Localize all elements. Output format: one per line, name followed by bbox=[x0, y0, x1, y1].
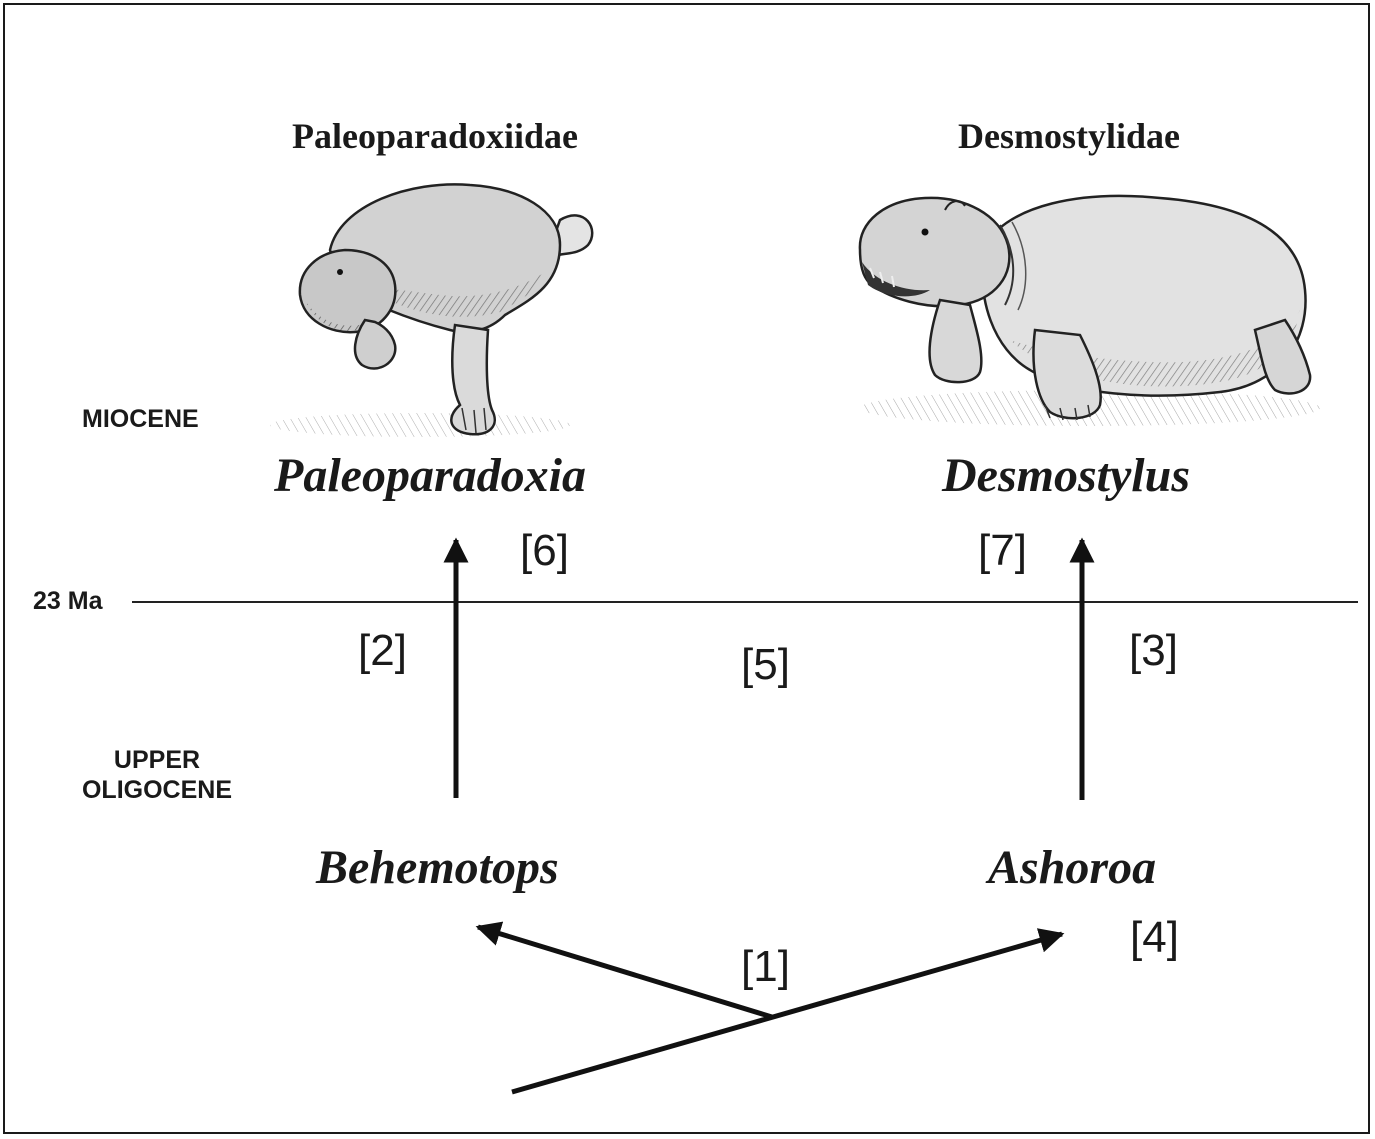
arrow-branch-to-behemotops bbox=[478, 927, 772, 1017]
paleoparadoxia-illustration bbox=[270, 184, 592, 437]
desmostylus-illustration bbox=[860, 196, 1320, 426]
arrow-base-to-ashoroa bbox=[512, 934, 1062, 1092]
